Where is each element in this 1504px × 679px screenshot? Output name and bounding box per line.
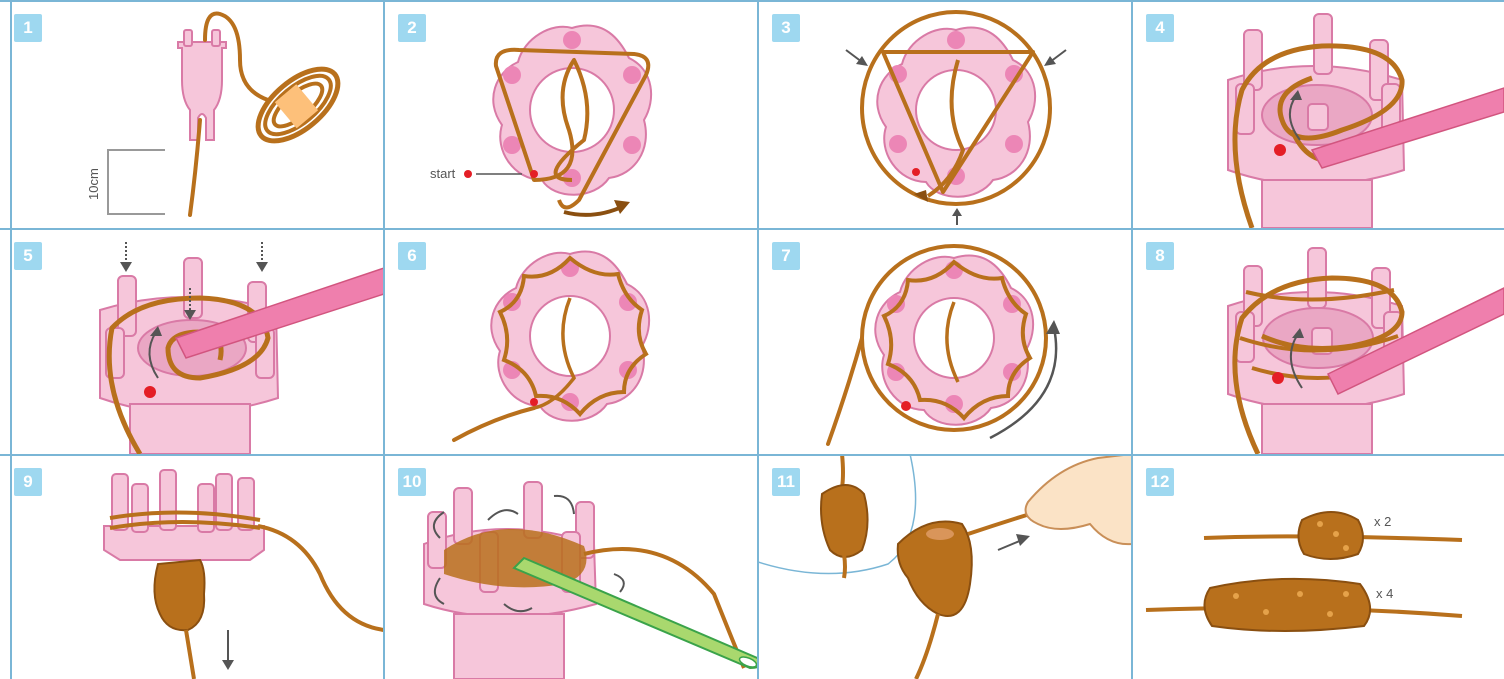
peg (503, 66, 521, 84)
grid-border (383, 0, 385, 679)
step-number-9: 9 (14, 468, 42, 496)
step-number-5: 5 (14, 242, 42, 270)
step-7-illustration (758, 228, 1132, 454)
step-4-illustration (1132, 0, 1504, 228)
step-number-11: 11 (772, 468, 800, 496)
grid-border (10, 0, 12, 679)
large-bead (1204, 579, 1370, 631)
step-panel-10: 10 (384, 454, 758, 679)
step-8-illustration (1132, 228, 1504, 454)
small-bead (1298, 512, 1363, 559)
step-number-2: 2 (398, 14, 426, 42)
step-panel-9: 9 (0, 454, 384, 679)
step-2-illustration (384, 0, 758, 228)
start-dot (144, 386, 156, 398)
start-dot (1272, 372, 1284, 384)
peg (1005, 135, 1023, 153)
peg (623, 136, 641, 154)
start-label: start (430, 166, 455, 181)
grid-border (0, 454, 1504, 456)
step-panel-5: 5 (0, 228, 384, 454)
loom-tool (178, 30, 226, 140)
loom-top-view (491, 251, 649, 420)
peg (947, 31, 965, 49)
step-panel-6: 6 (384, 228, 758, 454)
start-dot (530, 398, 538, 406)
step-number-10: 10 (398, 468, 426, 496)
step-panel-7: 7 (758, 228, 1132, 454)
grid-border (757, 0, 759, 679)
step-number-3: 3 (772, 14, 800, 42)
peg (563, 31, 581, 49)
step-3-illustration (758, 0, 1132, 228)
step-10-illustration (384, 454, 758, 679)
grid-border (0, 228, 1504, 230)
step-number-8: 8 (1146, 242, 1174, 270)
step-11-illustration (758, 454, 1132, 679)
grid-border (0, 0, 1504, 2)
step-panel-8: 8 (1132, 228, 1504, 454)
step-panel-2: start 2 (384, 0, 758, 228)
step-panel-1: 10cm 1 (0, 0, 384, 228)
step-number-6: 6 (398, 242, 426, 270)
peg (623, 66, 641, 84)
loom-top-view (875, 255, 1033, 424)
step-panel-12: x 2 x 4 12 (1132, 454, 1504, 679)
step-number-7: 7 (772, 242, 800, 270)
step-number-4: 4 (1146, 14, 1174, 42)
start-dot (912, 168, 920, 176)
start-dot (464, 170, 472, 178)
knitted-tube (154, 560, 204, 630)
step-5-illustration (0, 228, 384, 454)
step-number-1: 1 (14, 14, 42, 42)
step-number-12: 12 (1146, 468, 1174, 496)
start-dot (901, 401, 911, 411)
grid-border (1131, 0, 1133, 679)
count-large-label: x 4 (1376, 586, 1393, 601)
step-panel-4: 4 (1132, 0, 1504, 228)
step-1-illustration (0, 0, 384, 228)
length-label: 10cm (86, 168, 101, 200)
hand (1026, 454, 1132, 544)
start-dot (1274, 144, 1286, 156)
pompom-detail (821, 485, 868, 557)
step-6-illustration (384, 228, 758, 454)
yarn-skein (246, 56, 350, 154)
count-small-label: x 2 (1374, 514, 1391, 529)
peg (889, 135, 907, 153)
step-12-illustration (1132, 454, 1504, 679)
step-panel-11: 11 (758, 454, 1132, 679)
length-bracket (108, 150, 165, 214)
step-panel-3: 3 (758, 0, 1132, 228)
step-9-illustration (0, 454, 384, 679)
